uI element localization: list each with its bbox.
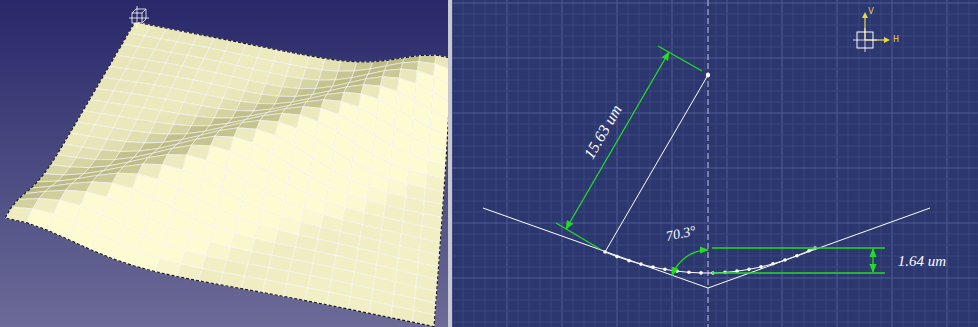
grid-line bbox=[452, 300, 978, 301]
grid-line bbox=[452, 47, 978, 48]
v-profile-line bbox=[483, 208, 708, 288]
mesh-patch bbox=[241, 276, 266, 292]
grid-line bbox=[452, 234, 978, 235]
grid-line bbox=[452, 278, 978, 279]
sketch-grid bbox=[452, 0, 978, 327]
v-profile-line bbox=[708, 208, 930, 288]
extension-line bbox=[556, 223, 600, 249]
grid-line bbox=[452, 25, 978, 26]
grid-line bbox=[452, 179, 978, 180]
curve-point bbox=[615, 255, 619, 259]
mesh-patch bbox=[327, 292, 350, 309]
extension-line bbox=[712, 272, 885, 273]
grid-line bbox=[452, 289, 978, 290]
curve-point bbox=[699, 271, 703, 275]
dimension-line bbox=[872, 249, 873, 272]
mesh-patch bbox=[303, 68, 323, 81]
grid-line bbox=[452, 14, 978, 15]
grid-line bbox=[452, 91, 978, 92]
curve-point bbox=[675, 269, 679, 273]
curve-point bbox=[807, 249, 811, 253]
curve-point bbox=[639, 262, 643, 266]
curve-point bbox=[759, 265, 763, 269]
grid-line bbox=[452, 3, 978, 4]
curve-point bbox=[651, 265, 655, 269]
curve-point bbox=[687, 270, 691, 274]
dimension-label: 1.64 um bbox=[898, 254, 946, 269]
render-background bbox=[0, 0, 448, 327]
mesh-patch bbox=[177, 264, 202, 280]
grid-line bbox=[452, 245, 978, 246]
grid-line bbox=[452, 212, 978, 213]
mesh-patch bbox=[155, 259, 181, 277]
dimension-line bbox=[566, 52, 669, 229]
grid-line bbox=[452, 58, 978, 59]
grid-line bbox=[452, 113, 978, 114]
radius-line bbox=[605, 75, 708, 252]
mesh-patch bbox=[305, 288, 329, 305]
curve-point bbox=[663, 268, 667, 272]
surface-edge bbox=[5, 22, 448, 327]
grid-line bbox=[452, 322, 978, 323]
extension-line bbox=[712, 247, 885, 248]
mesh-patch bbox=[370, 301, 393, 318]
curve-point bbox=[783, 258, 787, 262]
grid-line bbox=[452, 157, 978, 158]
axis-label: H bbox=[893, 36, 899, 44]
curve-point bbox=[747, 268, 751, 272]
mesh-patch bbox=[220, 273, 245, 289]
curve-point bbox=[603, 250, 607, 254]
mesh-patch bbox=[319, 70, 338, 80]
grid-line bbox=[452, 36, 978, 37]
curve-point bbox=[771, 262, 775, 266]
surface-mesh bbox=[5, 22, 448, 327]
mesh-patch bbox=[262, 280, 286, 296]
grid-line bbox=[452, 146, 978, 147]
curve-point bbox=[795, 254, 799, 258]
axis-icon bbox=[853, 12, 890, 52]
mesh-patch bbox=[134, 251, 160, 271]
curve-path bbox=[605, 248, 815, 273]
curve-point bbox=[627, 259, 631, 263]
mesh-patch bbox=[299, 79, 319, 89]
grid-line bbox=[452, 168, 978, 169]
grid-line bbox=[452, 135, 978, 136]
grid-line bbox=[452, 223, 978, 224]
grid-line bbox=[452, 69, 978, 70]
grid-line bbox=[452, 201, 978, 202]
grid-line bbox=[452, 311, 978, 312]
angle-arc bbox=[672, 250, 708, 275]
grid-line bbox=[452, 190, 978, 191]
grid-line bbox=[452, 80, 978, 81]
mesh-patch bbox=[198, 269, 223, 285]
mesh-patch bbox=[284, 284, 308, 301]
grid-line bbox=[452, 124, 978, 125]
compass-icon bbox=[129, 6, 149, 28]
axis-label: V bbox=[868, 8, 873, 16]
axis-line bbox=[708, 0, 709, 327]
sketch-background bbox=[452, 0, 978, 327]
center-point bbox=[706, 73, 710, 77]
tip-curve bbox=[603, 246, 817, 275]
grid-line bbox=[452, 102, 978, 103]
